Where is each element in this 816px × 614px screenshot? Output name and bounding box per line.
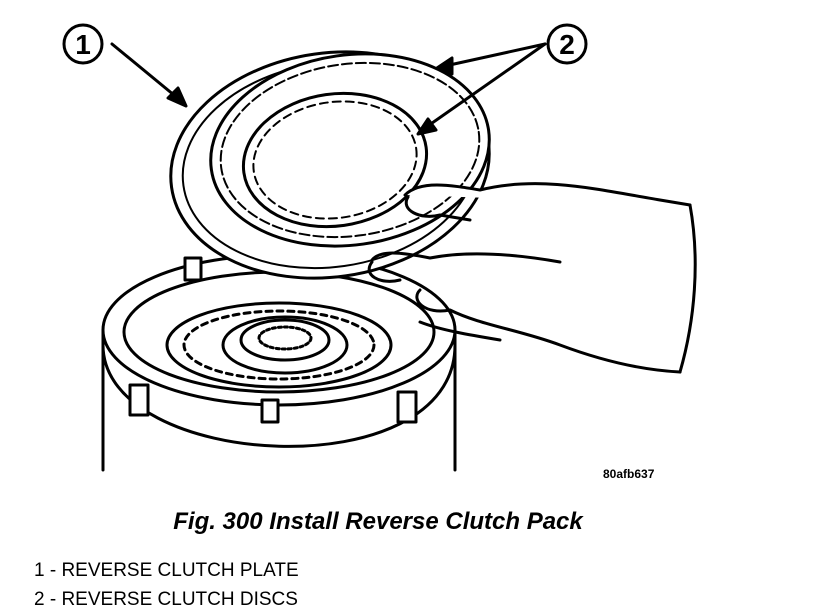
reverse-clutch-discs [209,52,491,248]
callout-1 [62,23,188,108]
clutch-hub [165,301,393,389]
callout-2-number: 2 [559,29,575,60]
hands [367,182,697,374]
legend-item-1: 1 - REVERSE CLUTCH PLATE [34,560,299,581]
legend-item-2: 2 - REVERSE CLUTCH DISCS [34,589,298,610]
figure-caption: Fig. 300 Install Reverse Clutch Pack [173,508,583,535]
clutch-pack-illustration: 1 2 80afb637 [62,23,697,481]
callout-1-number: 1 [75,29,91,60]
legend: 1 - REVERSE CLUTCH PLATE 2 - REVERSE CLU… [34,556,299,614]
callout-2 [416,23,588,136]
figure-code: 80afb637 [603,467,655,481]
